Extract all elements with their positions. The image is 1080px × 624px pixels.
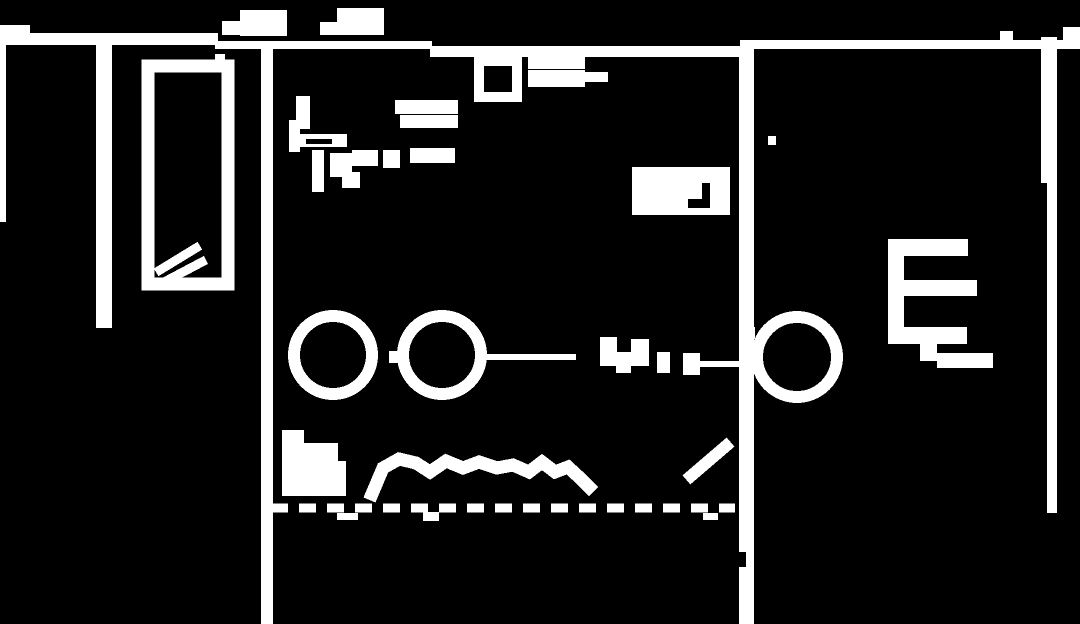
action-button[interactable] [632, 167, 730, 215]
connector-label-blob-2 [616, 352, 631, 373]
letter-e-flourish-tail [937, 353, 993, 368]
menubar-line-mid [215, 41, 432, 49]
connector-label-blob-1 [600, 337, 617, 366]
sketch-stroke-9[interactable] [410, 148, 455, 163]
letter-e-arm-bottom[interactable] [888, 327, 967, 344]
dash-extra-3 [703, 513, 718, 520]
connector-label-blob-5 [683, 353, 700, 375]
note-text-blob-line2 [400, 115, 458, 128]
node-circle-1[interactable] [288, 310, 378, 400]
canvas-left-divider [261, 46, 273, 624]
canvas-dot [768, 136, 776, 145]
note-text-blob-line1 [395, 100, 458, 114]
shape-blob-step[interactable] [330, 461, 346, 496]
tab-label-blob-2b[interactable] [337, 8, 384, 35]
connector-label-blob-4 [657, 352, 670, 373]
left-panel-line [96, 44, 112, 328]
sketch-stroke-3-hole [306, 139, 332, 144]
tool-label-blob-b [528, 70, 585, 87]
right-edge-line-lower [1047, 183, 1057, 513]
side-panel-frame[interactable] [141, 59, 235, 291]
letter-e-arm-mid[interactable] [888, 280, 977, 296]
side-panel-scribble [153, 241, 209, 288]
tab-label-blob-1a[interactable] [222, 21, 242, 35]
connector-line-left [481, 354, 576, 360]
left-edge-line [0, 40, 6, 222]
node-circle-3[interactable] [751, 311, 843, 403]
node-circle-2[interactable] [397, 310, 487, 400]
connector-label-blob-3 [631, 339, 649, 366]
tab-label-blob-2a[interactable] [320, 22, 337, 35]
pen-stroke-diagonal[interactable] [682, 437, 735, 485]
shape-blob-top[interactable] [282, 430, 304, 446]
letter-e-flourish-step [920, 343, 937, 361]
dash-extra-1 [337, 513, 358, 520]
tool-label-blob-c [585, 72, 608, 82]
sketch-stroke-7[interactable] [342, 172, 360, 188]
letter-e-arm-top[interactable] [888, 239, 968, 256]
canvas-right-divider-notch [746, 552, 754, 567]
sketch-stroke-5[interactable] [330, 153, 352, 177]
connector-line-right [700, 361, 742, 367]
canvas-top-edge [430, 46, 741, 57]
action-button-glyph-h [688, 199, 710, 208]
node-circle-3-tick-1 [744, 327, 755, 339]
sketch-stroke-6[interactable] [352, 150, 378, 166]
node-circle-3-tick-2 [740, 350, 755, 360]
handwriting-scribble[interactable] [363, 452, 599, 503]
menubar-line-left [0, 33, 218, 45]
right-edge-line-upper [1041, 37, 1057, 183]
tab-label-blob-1b[interactable] [240, 10, 287, 36]
menubar-blob-right [1000, 31, 1013, 41]
sketch-stroke-8[interactable] [383, 150, 400, 168]
tool-square-icon[interactable] [474, 56, 522, 102]
menubar-corner-left [0, 25, 30, 34]
canvas-right-divider-lower [739, 567, 754, 624]
menubar-corner-right [1063, 27, 1080, 46]
shape-blob-main[interactable] [282, 443, 338, 496]
canvas-right-divider-upper [739, 46, 754, 552]
menubar-line-right [740, 40, 1080, 49]
sketch-stroke-2[interactable] [289, 120, 300, 152]
tool-label-blob-a [528, 56, 585, 69]
sketch-stroke-4[interactable] [312, 150, 324, 192]
action-button-glyph-v [702, 183, 710, 208]
dash-extra-2 [423, 512, 439, 521]
